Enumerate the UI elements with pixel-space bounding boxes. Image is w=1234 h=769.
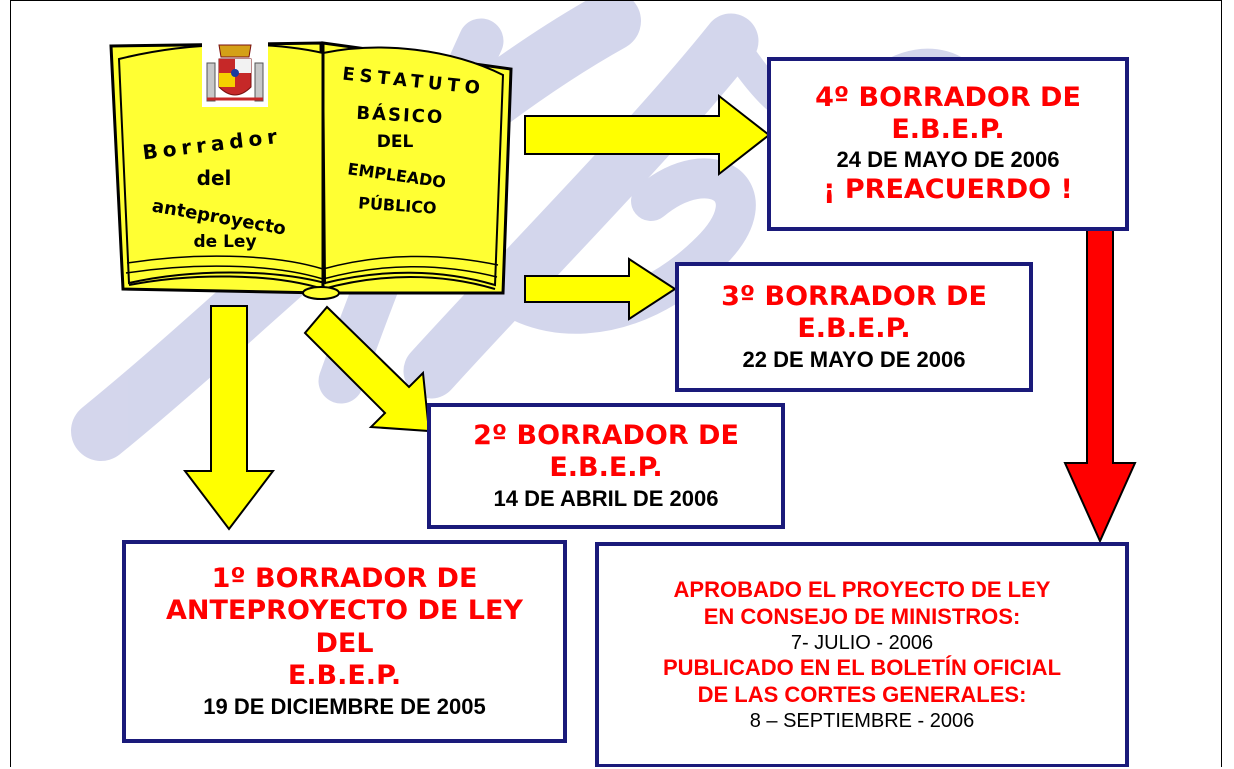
draft1-title-3: DEL [315, 627, 374, 659]
draft1-title-1: 1º BORRADOR DE [211, 562, 478, 594]
draft2-title-2: E.B.E.P. [549, 452, 663, 484]
final-date-2: 8 – SEPTIEMBRE - 2006 [749, 709, 975, 732]
final-box: APROBADO EL PROYECTO DE LEY EN CONSEJO D… [595, 542, 1129, 767]
draft1-title-4: E.B.E.P. [287, 660, 402, 692]
draft2-title-1: 2º BORRADOR DE [473, 419, 739, 451]
arrow-to-final [1063, 226, 1137, 544]
draft2-box: 2º BORRADOR DE E.B.E.P. 14 DE ABRIL DE 2… [427, 403, 785, 529]
final-line-2: EN CONSEJO DE MINISTROS: [703, 604, 1021, 630]
draft1-date: 19 DE DICIEMBRE DE 2005 [203, 693, 486, 719]
arrow-to-draft3 [524, 257, 677, 321]
draft1-title-2: ANTEPROYECTO DE LEY [166, 595, 523, 627]
final-line-3: PUBLICADO EN EL BOLETÍN OFICIAL [662, 655, 1062, 680]
draft1-box: 1º BORRADOR DE ANTEPROYECTO DE LEY DEL E… [122, 540, 567, 743]
diagram-frame: Borrador del anteproyecto de Ley ESTATUT… [10, 0, 1222, 767]
arrow-to-draft2 [303, 305, 431, 433]
final-date-1: 7- JULIO - 2006 [790, 632, 934, 654]
arrow-to-draft4 [524, 93, 771, 177]
draft3-title-1: 3º BORRADOR DE [721, 280, 987, 312]
book-left-text-4: de Ley [193, 232, 256, 252]
book-left-text-2: del [197, 166, 232, 190]
draft4-note: ¡ PREACUERDO ! [823, 173, 1073, 205]
final-line-4: DE LAS CORTES GENERALES: [697, 681, 1027, 707]
draft3-box: 3º BORRADOR DE E.B.E.P. 22 DE MAYO DE 20… [675, 262, 1033, 392]
arrow-to-draft1 [182, 305, 276, 531]
final-line-1: APROBADO EL PROYECTO DE LEY [673, 577, 1051, 603]
draft4-title-2: E.B.E.P. [891, 114, 1005, 146]
draft4-date: 24 DE MAYO DE 2006 [836, 147, 1060, 173]
draft2-date: 14 DE ABRIL DE 2006 [493, 485, 719, 511]
coat-of-arms-icon [202, 39, 268, 107]
book-icon: Borrador del anteproyecto de Ley ESTATUT… [109, 39, 513, 300]
book-right-text-2: BÁSICO [356, 102, 445, 129]
book-right-text-3: DEL [377, 132, 414, 152]
draft3-date: 22 DE MAYO DE 2006 [742, 346, 966, 372]
draft4-title-1: 4º BORRADOR DE [815, 81, 1081, 113]
draft4-box: 4º BORRADOR DE E.B.E.P. 24 DE MAYO DE 20… [767, 57, 1129, 231]
draft3-title-2: E.B.E.P. [797, 313, 911, 345]
